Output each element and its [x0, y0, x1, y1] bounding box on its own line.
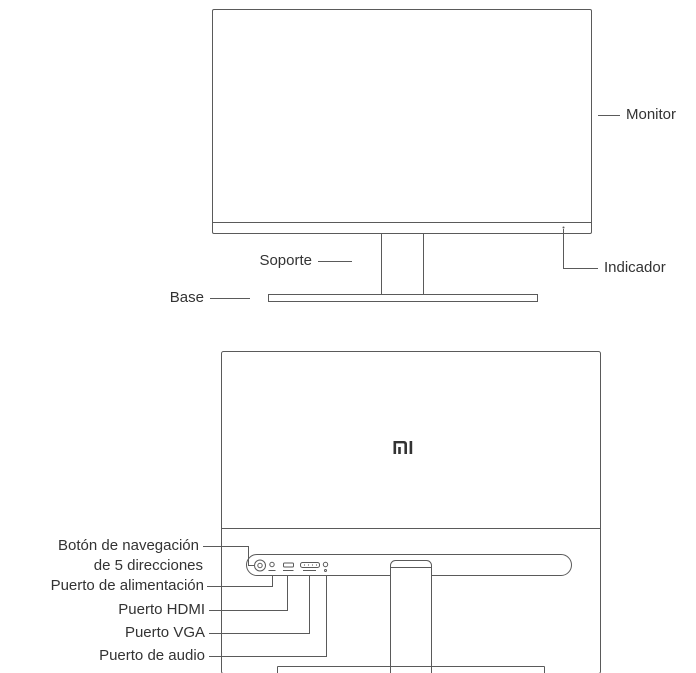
monitor-label: Monitor [626, 106, 677, 123]
nav-button-label-line1: Botón de navegación [58, 537, 199, 554]
vga-port-leader [209, 575, 310, 634]
audio-port-leader [209, 575, 327, 657]
monitor-back-panel [221, 351, 601, 673]
indicator-light [562, 226, 565, 229]
power-port-leader [207, 575, 273, 587]
vga-port-icon [300, 562, 320, 571]
base-label: Base [169, 289, 204, 306]
audio-port-icon [322, 561, 329, 572]
indicator-leader [563, 229, 598, 269]
front-view [210, 9, 620, 302]
mi-logo [393, 441, 413, 454]
stand-label: Soporte [259, 252, 312, 269]
nav-button-label-line2: de 5 direcciones [93, 557, 203, 574]
nav-button-leader [203, 546, 254, 566]
audio-port-label: Puerto de audio [99, 647, 205, 664]
back-stand-neck [390, 560, 432, 673]
power-port-label: Puerto de alimentación [50, 577, 204, 594]
stand-base [268, 294, 538, 302]
vga-port-label: Puerto VGA [124, 624, 205, 641]
hdmi-port-label: Puerto HDMI [118, 601, 205, 618]
nav-joystick-icon [254, 559, 266, 572]
back-view [203, 351, 601, 673]
power-port-icon [268, 561, 276, 571]
hdmi-port-leader [209, 575, 288, 611]
hdmi-port-icon [283, 562, 294, 571]
indicator-label: Indicador [604, 259, 666, 276]
